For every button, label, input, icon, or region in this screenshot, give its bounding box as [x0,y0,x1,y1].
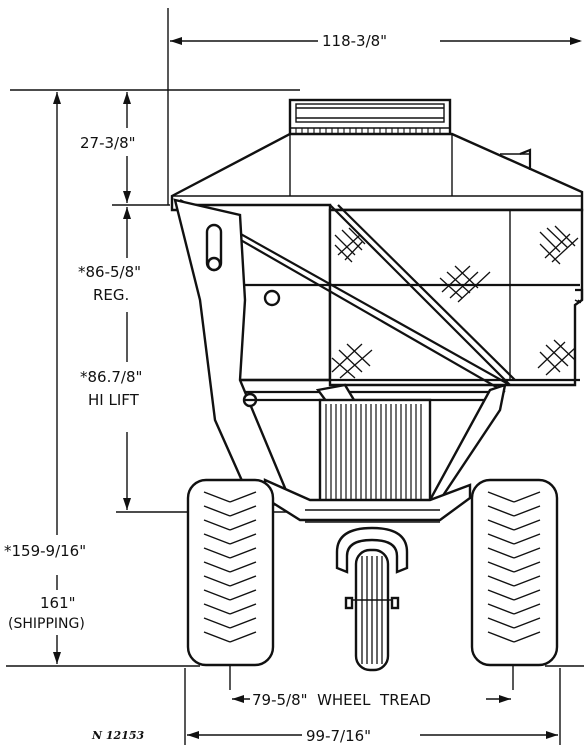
arrowhead [123,92,131,104]
label-basket-hilift: HI LIFT [88,391,140,409]
right-tire [470,478,559,667]
left-tire [186,478,275,667]
mesh-patch [539,225,579,265]
arrowhead [170,37,182,45]
arrowhead [123,191,131,203]
label-hood-height: 27-3/8" [80,134,136,152]
figure-code: N 12153 [91,729,144,742]
mesh-patch [439,265,491,303]
label-overall-tire-width: 99-7/16" [306,727,371,745]
arrowhead [570,37,582,45]
label-shipping: (SHIPPING) [8,616,85,632]
label-wheel-tread: 79-5/8" WHEEL TREAD [252,691,431,709]
arrowhead [546,731,558,739]
arrowhead [232,695,244,703]
arrowhead [53,92,61,104]
mesh-patch [334,227,366,263]
label-total-height: *159-9/16" [4,542,86,560]
hood-roof [170,132,584,212]
cotton-picker-machine [170,98,584,672]
arrowhead [123,498,131,510]
engine-radiator [318,398,432,507]
arrowhead [187,731,199,739]
mesh-patch [537,339,576,376]
dimension-lines [6,8,584,745]
mesh-patch [331,343,373,379]
pivot-pin [206,256,222,272]
pivot-pin [263,289,281,307]
label-shipping-height: 161" [40,594,76,612]
bottom-platform [263,478,472,523]
dimension-labels: 118-3/8" 27-3/8" *86-5/8" REG. *86.7/8" … [4,32,431,745]
arrowhead [499,695,511,703]
arrowhead [123,207,131,219]
label-overall-width: 118-3/8" [322,32,387,50]
arrowhead [53,652,61,664]
label-basket-hilift-height: *86.7/8" [80,368,142,386]
label-basket-reg: REG. [93,286,129,304]
rear-steering-wheel [335,526,409,672]
label-basket-reg-height: *86-5/8" [78,263,141,281]
